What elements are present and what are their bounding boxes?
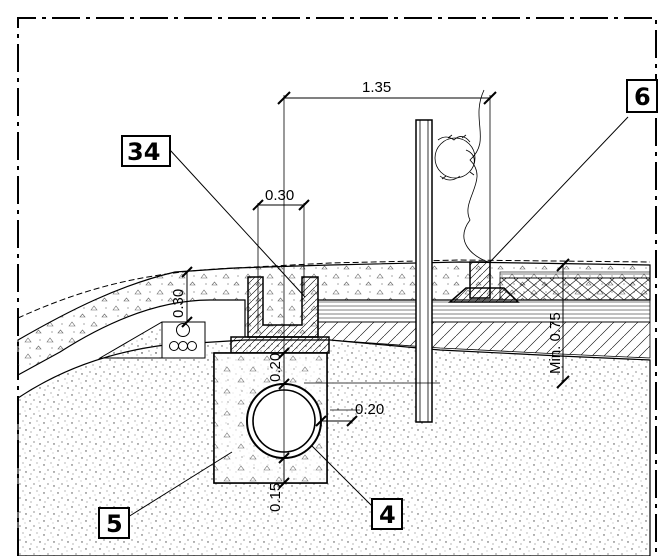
callout-6: 6 (626, 79, 658, 113)
callout-5-label: 5 (106, 510, 123, 538)
callout-leaders (127, 116, 629, 518)
reference-lines (257, 95, 491, 460)
cable-duct-group (169, 323, 197, 351)
dim-0.15-bottom (278, 452, 290, 489)
callout-34: 34 (121, 135, 171, 167)
callout-5: 5 (98, 507, 130, 539)
guardrail-post (415, 119, 433, 423)
dim-label-channel-width: 0.30 (265, 187, 294, 204)
callout-34-label: 34 (127, 138, 160, 166)
dim-label-min-depth: Min. 0.75 (547, 312, 564, 374)
callout-4: 4 (371, 498, 403, 530)
dim-0.20-top (278, 347, 290, 390)
dim-1.35 (277, 91, 497, 105)
frame-border (17, 17, 657, 556)
dim-label-span-top: 1.35 (362, 79, 391, 96)
dim-0.30-channel (252, 199, 310, 211)
road-layer-crosshatch (499, 277, 651, 301)
hedge-sketch (434, 89, 489, 263)
callout-4-label: 4 (379, 501, 396, 529)
dim-min-0.75 (556, 258, 570, 389)
finished-surface-line (17, 259, 651, 319)
curb-footing (448, 261, 520, 303)
channel-drain (230, 276, 330, 354)
road-layer-lines (317, 299, 651, 323)
left-cable-box (161, 321, 206, 359)
dim-label-side-cover: 0.20 (355, 401, 384, 418)
dim-label-top-cover: 0.20 (267, 353, 284, 382)
callout-6-label: 6 (634, 83, 651, 111)
dim-0.30-left (181, 266, 193, 328)
dim-0.20-side (315, 415, 358, 427)
dim-label-left-depth: 0.30 (170, 289, 187, 318)
road-layer-asphalt (499, 271, 651, 279)
dim-label-bottom-cover: 0.15 (267, 483, 284, 512)
